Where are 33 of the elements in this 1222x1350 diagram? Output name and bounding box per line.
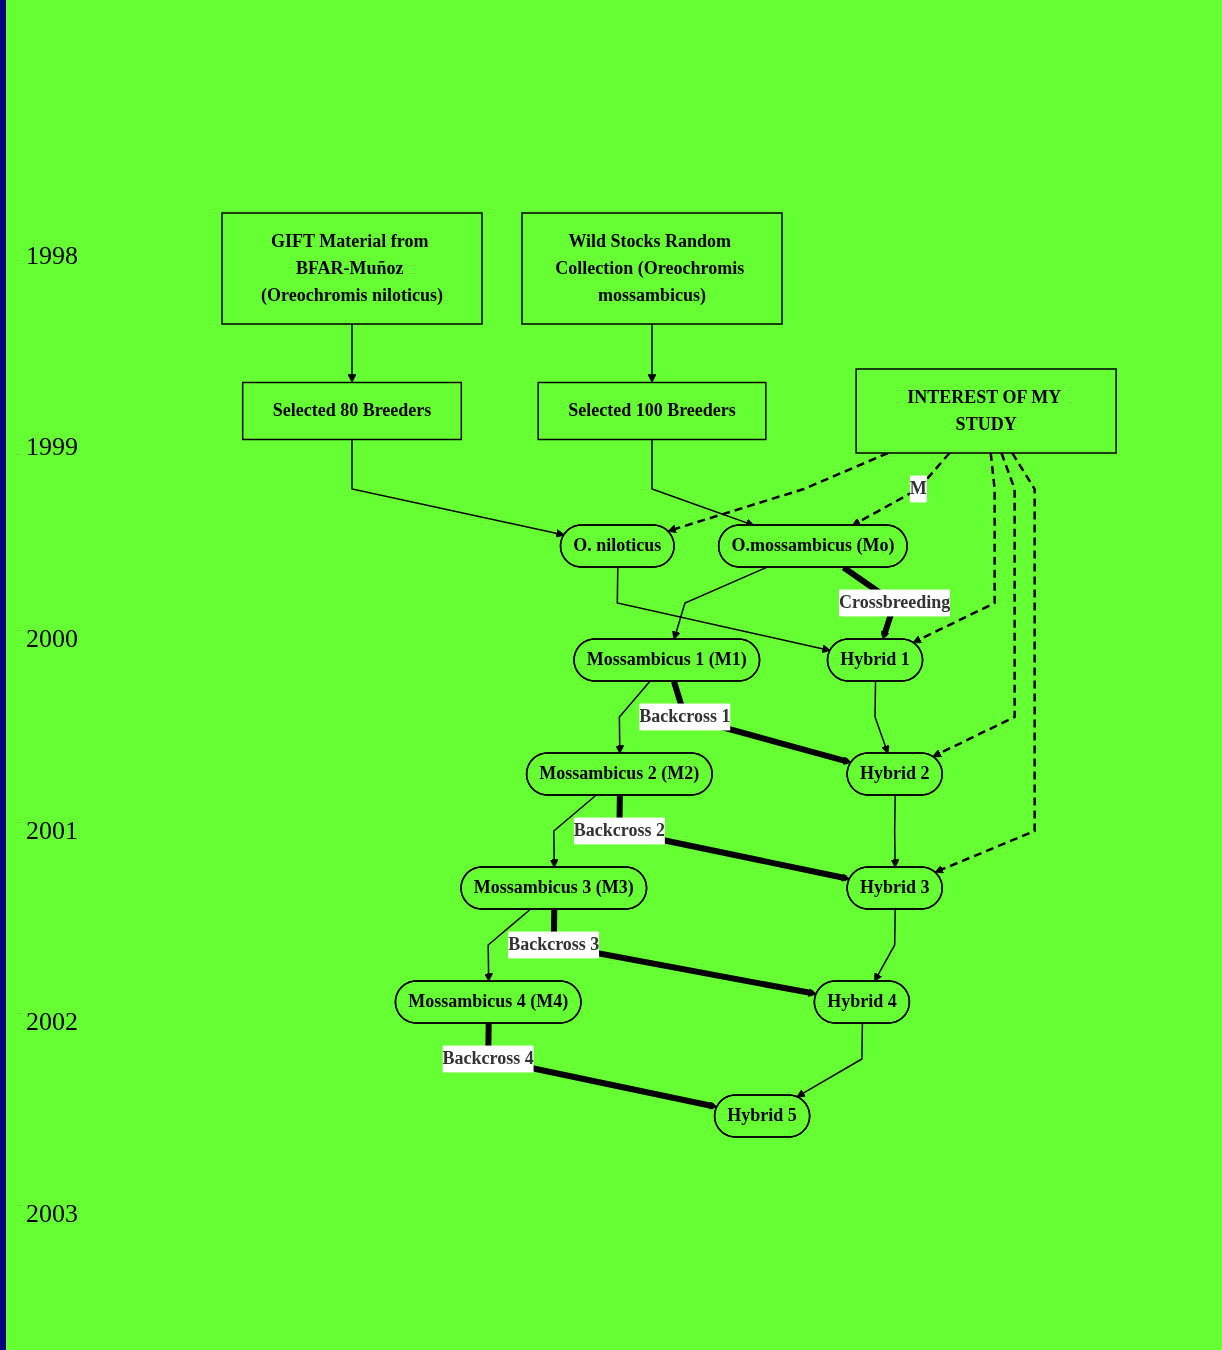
year-label: 1998 bbox=[26, 240, 79, 271]
arrow bbox=[616, 566, 831, 654]
year-label: 2002 bbox=[26, 1007, 79, 1038]
node-box: GIFT Material from BFAR-Muñoz (Oreochromis niloticus) bbox=[221, 212, 483, 325]
edge-label: Backcross 3 bbox=[508, 934, 600, 955]
edge-label: Backcross 4 bbox=[442, 1048, 534, 1069]
node-box: Selected 100 Breeders bbox=[537, 381, 767, 441]
node-box: Selected 80 Breeders bbox=[241, 381, 462, 441]
year-label: 2003 bbox=[26, 1199, 79, 1230]
arrow bbox=[796, 1022, 864, 1098]
arrow bbox=[890, 794, 900, 868]
edge-label: Backcross 2 bbox=[573, 820, 665, 841]
edge-label: Backcross 1 bbox=[639, 706, 731, 727]
arrow bbox=[671, 566, 767, 640]
year-label: 2001 bbox=[26, 815, 79, 846]
node-box: INTEREST OF MY STUDY bbox=[855, 368, 1117, 454]
edge-label: M bbox=[909, 478, 927, 499]
arrow bbox=[484, 908, 531, 982]
arrow bbox=[932, 452, 1016, 758]
arrow bbox=[549, 794, 597, 868]
arrow bbox=[347, 323, 357, 383]
year-label: 2000 bbox=[26, 624, 79, 655]
arrow bbox=[874, 680, 890, 754]
arrow bbox=[874, 908, 896, 982]
node-box: Wild Stocks Random Collection (Oreochromis mossambicus) bbox=[521, 212, 783, 325]
arrow bbox=[851, 452, 951, 526]
arrow bbox=[647, 323, 657, 383]
arrow bbox=[351, 438, 565, 538]
arrow bbox=[934, 452, 1036, 874]
arrow bbox=[912, 452, 996, 644]
edge-label: Crossbreeding bbox=[838, 592, 951, 613]
arrow bbox=[615, 680, 651, 754]
year-label: 1999 bbox=[26, 432, 79, 463]
